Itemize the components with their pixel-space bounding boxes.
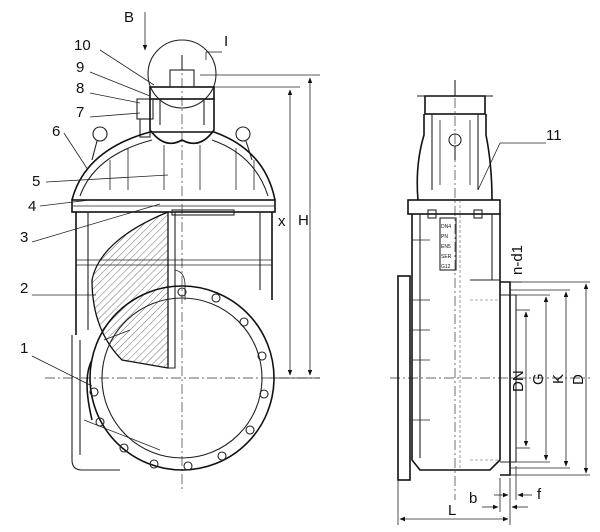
callout-7: 7 [76, 104, 84, 121]
side-body [411, 214, 501, 471]
wedge-section [91, 211, 169, 369]
view-marks: I B [124, 9, 228, 60]
dim-h-label: H [298, 212, 309, 229]
callout-1: 1 [20, 340, 28, 357]
side-bonnet-flange [407, 199, 501, 215]
body-bore [101, 297, 263, 459]
callout-8: 8 [76, 80, 84, 97]
side-view: DN4 PN EN5 SER G12 [390, 80, 590, 500]
dim-l-label: L [448, 502, 456, 519]
dim-b-label: b [469, 490, 477, 507]
nameplate-line-2: PN [441, 234, 448, 240]
callout-10: 10 [74, 37, 91, 54]
side-dimensions: DN G K D n-d1 L b f [397, 245, 590, 525]
nameplate-line-1: DN4 [441, 224, 451, 230]
front-view [45, 39, 320, 490]
lifting-lug-left [92, 126, 108, 142]
nameplate-line-5: G12 [441, 264, 451, 270]
nameplate-line-3: EN5 [441, 244, 451, 250]
side-bonnet [416, 114, 493, 201]
valve-body [75, 212, 273, 335]
dim-g-label: G [530, 373, 547, 385]
callout-6: 6 [52, 123, 60, 140]
callouts: 1 2 3 4 5 6 7 8 9 10 11 [20, 37, 562, 387]
nameplate-line-4: SER [441, 254, 452, 260]
dim-x-label: x [278, 213, 286, 230]
detail-circle-i [147, 39, 217, 109]
callout-3: 3 [20, 229, 28, 246]
callout-11: 11 [546, 127, 562, 144]
dim-f-label: f [537, 486, 542, 503]
dim-dn-label: DN [510, 370, 527, 392]
dim-d-label: D [570, 374, 587, 385]
callout-9: 9 [76, 59, 84, 76]
flange-bolt-holes [89, 287, 269, 471]
callout-5: 5 [32, 173, 40, 190]
front-dimensions: x H [200, 74, 320, 379]
side-nameplate [439, 217, 457, 271]
callout-4: 4 [28, 198, 36, 215]
dim-k-label: K [550, 374, 567, 384]
bonnet [71, 131, 276, 201]
side-left-flange [397, 275, 411, 481]
view-arrow-b-label: B [124, 9, 134, 26]
detail-mark-i: I [224, 33, 228, 50]
callout-2: 2 [20, 280, 28, 297]
dim-bolt-holes-label: n-d1 [509, 245, 526, 275]
lifting-lug-right [235, 126, 251, 142]
side-right-flange [500, 281, 511, 476]
